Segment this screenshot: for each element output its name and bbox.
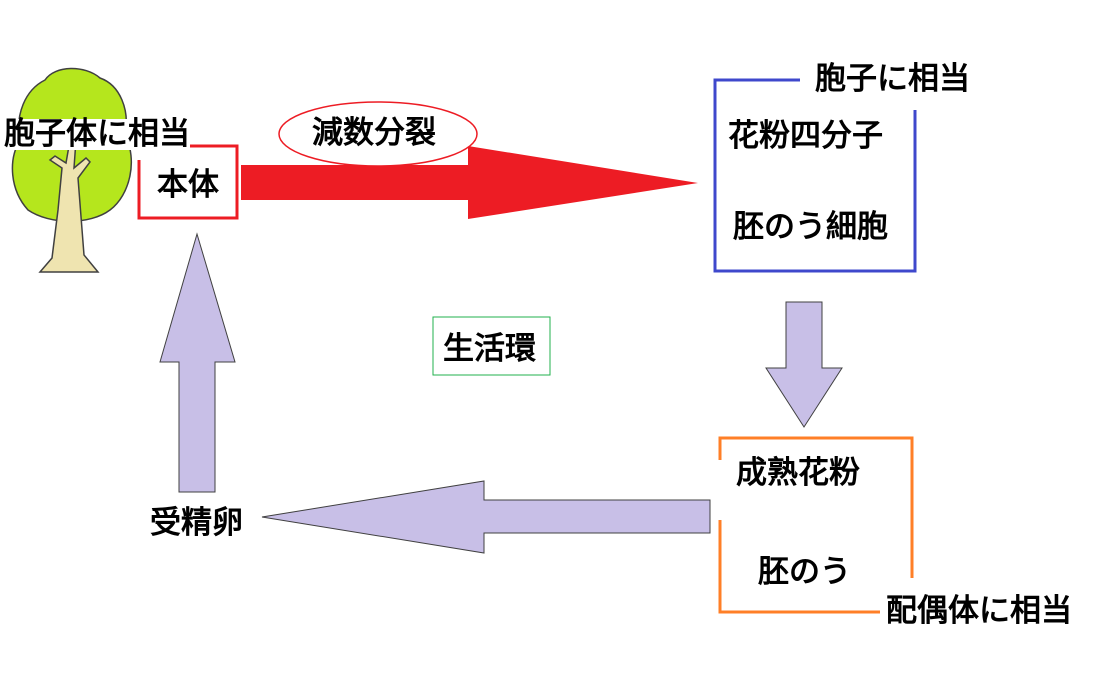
spore-note: 胞子に相当 [815, 61, 970, 97]
down-arrow [765, 301, 843, 428]
main-body-label: 本体 [157, 167, 219, 203]
meiosis-ellipse [278, 101, 478, 167]
life-cycle-label: 生活環 [443, 331, 536, 367]
tree-icon [11, 67, 133, 273]
embryo-sac-label: 胚のう [758, 554, 851, 590]
life-cycle-box [432, 316, 551, 376]
fertilized-egg-label: 受精卵 [150, 505, 243, 541]
spore-bracket [713, 78, 917, 273]
meiosis-label: 減数分裂 [312, 115, 436, 151]
embryo-sac-cell-label: 胚のう細胞 [733, 209, 888, 245]
up-arrow [159, 232, 236, 493]
mature-pollen-label: 成熟花粉 [736, 455, 860, 491]
left-arrow [261, 480, 711, 554]
gametophyte-note: 配偶体に相当 [886, 593, 1072, 629]
main-body-bracket [137, 144, 239, 220]
gametophyte-bracket [718, 436, 914, 614]
meiosis-arrow [241, 146, 698, 219]
pollen-tetrad-label: 花粉四分子 [728, 118, 883, 154]
sporophyte-note: 胞子体に相当 [4, 116, 190, 152]
